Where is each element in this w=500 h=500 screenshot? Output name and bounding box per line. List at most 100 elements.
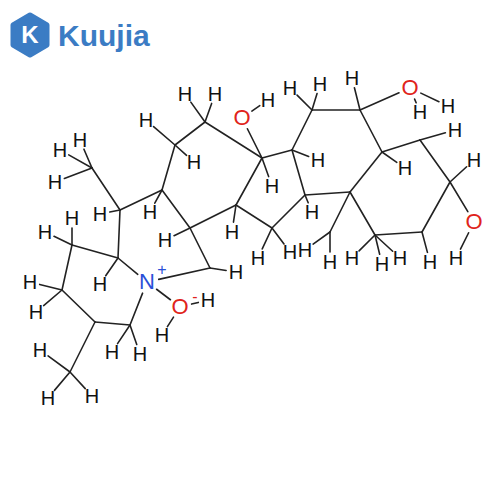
atom-label: H [261,90,275,110]
atom-label: H [143,202,157,222]
hydrogen-bond-line [420,133,445,140]
hydrogen-bond-line [54,236,72,245]
chemical-bond [118,258,138,274]
hydrogen-bond-line [44,290,62,306]
atom-label: H [33,340,47,360]
atom-label: H [448,120,462,140]
hydrogen-bond-line [252,106,260,111]
hydrogen-bond-line [40,284,62,290]
atom-label: O [465,211,482,233]
atom-label: H [187,152,201,172]
atom-label: H [178,84,192,104]
hydrogen-bond-line [382,152,397,162]
chemical-bond [382,140,420,152]
hydrogen-bond-line [130,325,137,345]
hydrogen-bond-line [106,258,118,276]
hydrogen-bond-line [262,228,272,249]
chemical-bond [262,150,292,158]
hydrogen-bond-line [118,325,130,344]
hydrogen-bond-line [421,93,439,102]
chemical-bond [292,150,305,195]
atom-label: H [93,274,107,294]
chemical-bond [360,110,382,152]
atom-label: H [393,248,407,268]
atom-label: H [208,84,222,104]
atom-label: H [323,252,337,272]
chemical-bond [360,93,399,110]
chemical-bond [420,140,450,182]
hydrogen-bond-line [70,372,85,389]
hydrogen-bond-line [375,235,380,254]
hydrogen-bond-line [233,205,236,222]
chemical-bond [350,152,382,192]
hydrogen-bond-line [48,356,70,372]
chemical-bond [162,145,175,190]
atom-label: H [139,110,153,130]
atom-label: H [155,325,169,345]
atom-label: H [158,230,172,250]
hydrogen-bond-line [174,228,190,236]
atom-label: H [398,158,412,178]
atom-label: H [313,74,327,94]
atom-label: - [192,289,197,305]
hydrogen-bond-line [450,167,467,182]
hydrogen-bond-line [272,228,284,244]
atom-label: H [449,248,463,268]
atom-label: H [73,130,87,150]
atom-label: H [29,302,43,322]
chemical-bond [72,245,118,258]
atom-label: H [23,272,37,292]
atom-label: N [139,271,155,293]
hydrogen-bond-line [359,235,375,251]
atom-label: H [413,102,427,122]
atom-label: H [305,202,319,222]
hydrogen-bond-line [154,127,175,145]
atom-label: H [423,252,437,272]
chemical-bond [375,232,422,235]
atom-label: H [93,204,107,224]
atom-label: H [65,208,79,228]
atom-label: H [345,68,359,88]
hydrogen-bond-line [210,268,226,270]
hydrogen-bond-line [110,210,120,212]
hydrogen-bond-line [262,158,269,177]
atom-label: H [229,262,243,282]
atom-label: H [265,176,279,196]
hydrogen-bond-line [354,88,360,110]
atom-label: H [85,386,99,406]
chemical-bond [95,322,130,325]
atom-label: H [251,248,265,268]
chemical-bond [157,289,171,300]
atom-label: H [375,254,389,274]
chemical-bond [162,190,190,228]
atom-label: H [41,388,55,408]
hydrogen-bond-line [64,168,92,178]
chemical-bond [450,182,468,212]
atom-label: H [201,290,215,310]
hydrogen-bond-line [422,232,427,252]
hydrogen-bond-line [205,103,212,122]
watermark: Kuujia [58,21,150,51]
chemical-bond [118,210,120,258]
hydrogen-bond-line [292,150,309,156]
atom-label: H [105,342,119,362]
hydrogen-bond-line [460,233,468,249]
chemical-bond [175,122,205,145]
chemical-bond [305,192,350,195]
logo-letter: K [21,23,38,47]
chemical-bond [70,322,95,372]
chemical-bond [247,129,262,158]
atom-label: H [53,140,67,160]
hydrogen-bond-line [84,149,92,168]
chemical-bond [292,110,312,150]
atom-label: H [283,78,297,98]
chemical-bond [330,192,350,232]
chemical-bond [236,205,272,228]
atom-label: + [157,262,166,278]
atom-label: H [283,242,297,262]
atom-label: H [467,150,481,170]
hydrogen-bond-line [71,228,73,245]
chemical-bond [312,109,360,111]
